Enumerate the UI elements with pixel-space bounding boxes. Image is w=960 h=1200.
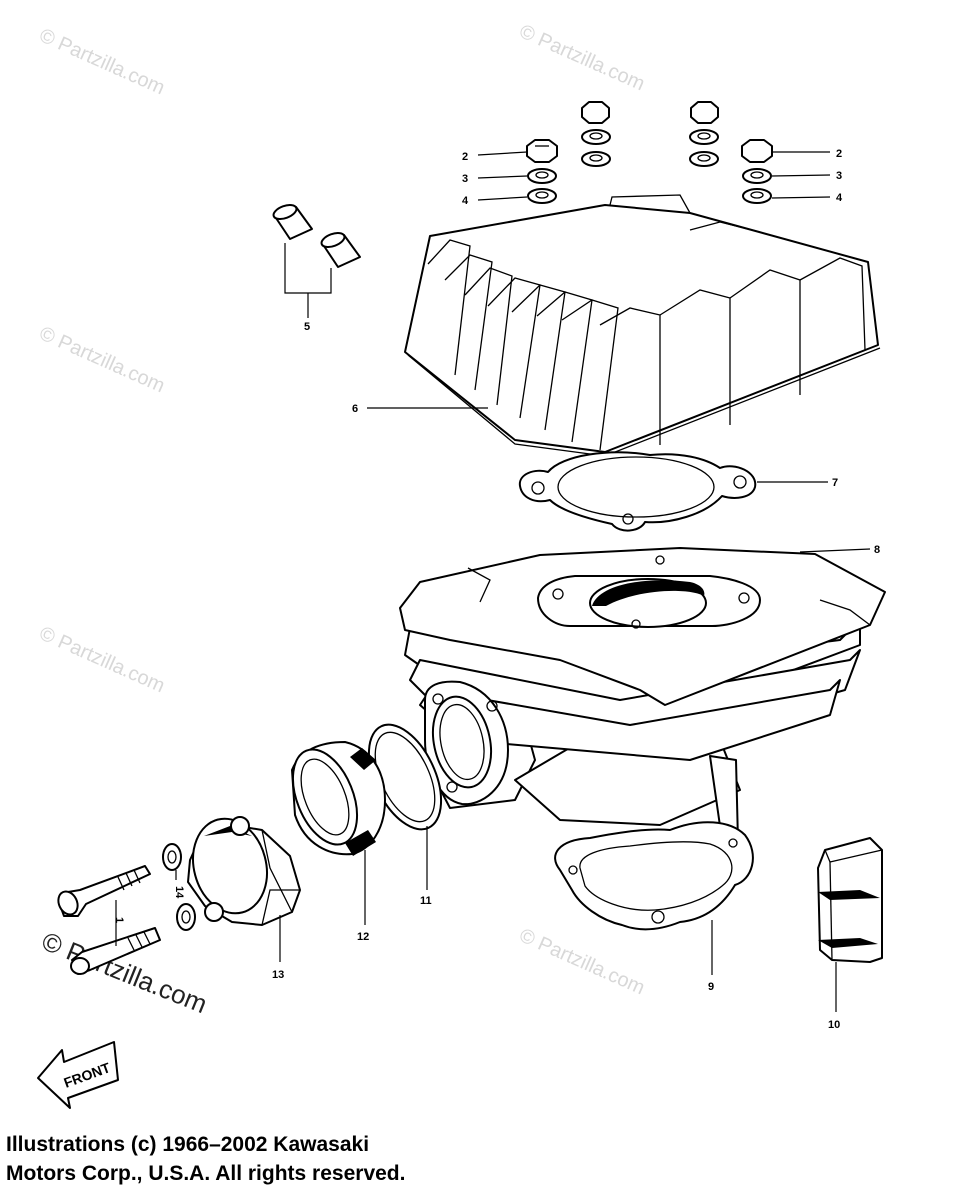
copyright-notice: Illustrations (c) 1966–2002 Kawasaki Mot…	[6, 1130, 405, 1188]
watermark: © Partzilla.com	[36, 24, 168, 99]
callout-4-right: 4	[836, 192, 843, 204]
callout-5: 5	[304, 321, 310, 333]
cylinder-head	[404, 194, 881, 457]
callout-numbers: 1 2 3 4 2 3 4 5 6 7 8 9 10 11 12 13 14	[113, 148, 880, 1031]
watermark: © Partzilla.com	[36, 622, 168, 697]
callout-2-left: 2	[462, 151, 468, 163]
washers-14	[162, 843, 196, 931]
copyright-line-1: Illustrations (c) 1966–2002 Kawasaki	[6, 1133, 370, 1156]
insulator	[291, 741, 386, 856]
watermarks: © Partzilla.com © Partzilla.com © Partzi…	[36, 20, 648, 1019]
callout-2-right: 2	[836, 148, 842, 160]
callout-10: 10	[828, 1019, 840, 1031]
bolts	[57, 865, 161, 975]
dowel-pins	[272, 204, 361, 318]
leader-lines	[115, 151, 871, 1012]
nut-washer-stack-center-right	[689, 101, 719, 167]
callout-4-left: 4	[462, 195, 469, 207]
carburetor-holder	[187, 816, 301, 926]
watermark: © Partzilla.com	[516, 924, 648, 999]
head-gasket	[518, 451, 757, 532]
callout-14: 14	[173, 886, 185, 899]
nut-washer-stack-right	[741, 139, 773, 204]
callout-9: 9	[708, 981, 714, 993]
base-gasket	[554, 821, 754, 931]
callout-12: 12	[357, 931, 369, 943]
nut-washer-stack-center-left	[581, 101, 611, 167]
callout-1: 1	[113, 917, 125, 923]
callout-11: 11	[420, 895, 432, 907]
watermark: © Partzilla.com	[516, 20, 648, 95]
callout-13: 13	[272, 969, 284, 981]
copyright-line-2: Motors Corp., U.S.A. All rights reserved…	[6, 1162, 406, 1185]
callout-7: 7	[832, 477, 838, 489]
cylinder	[399, 547, 886, 843]
watermark: © Partzilla.com	[36, 322, 168, 397]
callout-6: 6	[352, 403, 358, 415]
callout-8: 8	[874, 544, 880, 556]
callout-3-right: 3	[836, 170, 842, 182]
callout-3-left: 3	[462, 173, 468, 185]
nut-washer-stack-left	[526, 139, 558, 204]
rubber-damper	[817, 837, 883, 963]
front-arrow: FRONT	[37, 1041, 119, 1109]
